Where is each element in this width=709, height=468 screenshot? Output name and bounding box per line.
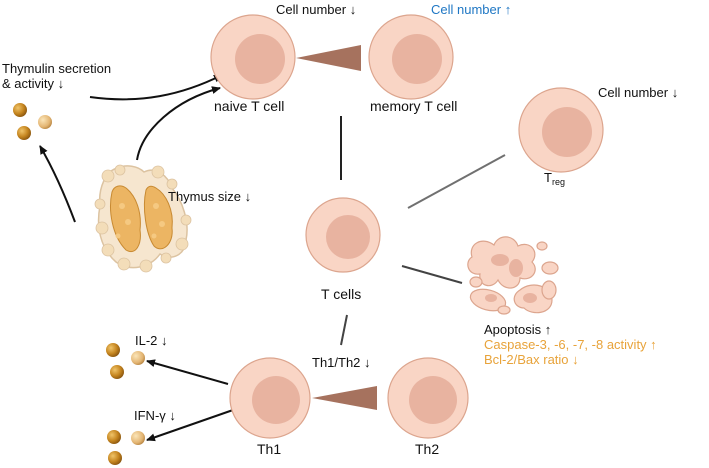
th2-cell	[387, 357, 469, 439]
naive-t-cell-label: naive T cell	[214, 98, 285, 114]
t-cells-cell	[305, 197, 381, 273]
arrows	[39, 74, 234, 442]
connector-lines	[190, 116, 506, 346]
arrow-th1-to-il2	[146, 359, 229, 385]
line-tcells-to-apoptosis	[401, 265, 463, 284]
ifng-beads	[107, 430, 145, 465]
thymulin-beads	[13, 103, 52, 140]
memory-t-cell	[368, 14, 454, 100]
thymus-gland	[94, 164, 192, 273]
il2-beads	[106, 343, 145, 379]
apoptosis-label: Apoptosis ↑	[484, 322, 552, 337]
arrow-thymus-to-naive	[136, 86, 221, 161]
memory-cell-number-label: Cell number ↑	[431, 2, 512, 17]
treg-cell-number-label: Cell number ↓	[598, 85, 679, 100]
treg-subscript: reg	[551, 177, 565, 187]
bcl2-bax-label: Bcl-2/Bax ratio ↓	[484, 352, 579, 367]
arrow-thymus-to-thymulin	[39, 145, 76, 223]
thymus-size-label: Thymus size ↓	[168, 189, 252, 204]
arrow-thymulin-to-naive	[89, 74, 223, 101]
naive-cell-number-label: Cell number ↓	[276, 2, 357, 17]
line-treg-to-tcells	[407, 154, 506, 209]
treg-cell	[518, 87, 604, 173]
apoptotic-nucleus-fragments	[485, 254, 537, 303]
naive-t-cell	[210, 14, 296, 100]
line-tcells-to-th	[340, 314, 348, 346]
th1-label: Th1	[257, 441, 282, 457]
th1-cell	[229, 357, 311, 439]
caspase-label: Caspase-3, -6, -7, -8 activity ↑	[484, 337, 657, 352]
wedge-naive-memory	[296, 45, 361, 71]
memory-t-cell-label: memory T cell	[370, 98, 458, 114]
wedge-th1-th2	[312, 386, 377, 410]
t-cells-label: T cells	[321, 286, 362, 302]
th1th2-ratio-label: Th1/Th2 ↓	[312, 355, 371, 370]
arrow-th1-to-ifng	[146, 409, 234, 442]
thymulin-label-line1: Thymulin secretion	[2, 61, 112, 76]
th2-label: Th2	[415, 441, 440, 457]
treg-label: Treg	[544, 170, 565, 187]
il2-label: IL-2 ↓	[135, 333, 168, 348]
thymulin-label-line2: & activity ↓	[2, 76, 65, 91]
ifng-label: IFN-γ ↓	[134, 408, 176, 423]
